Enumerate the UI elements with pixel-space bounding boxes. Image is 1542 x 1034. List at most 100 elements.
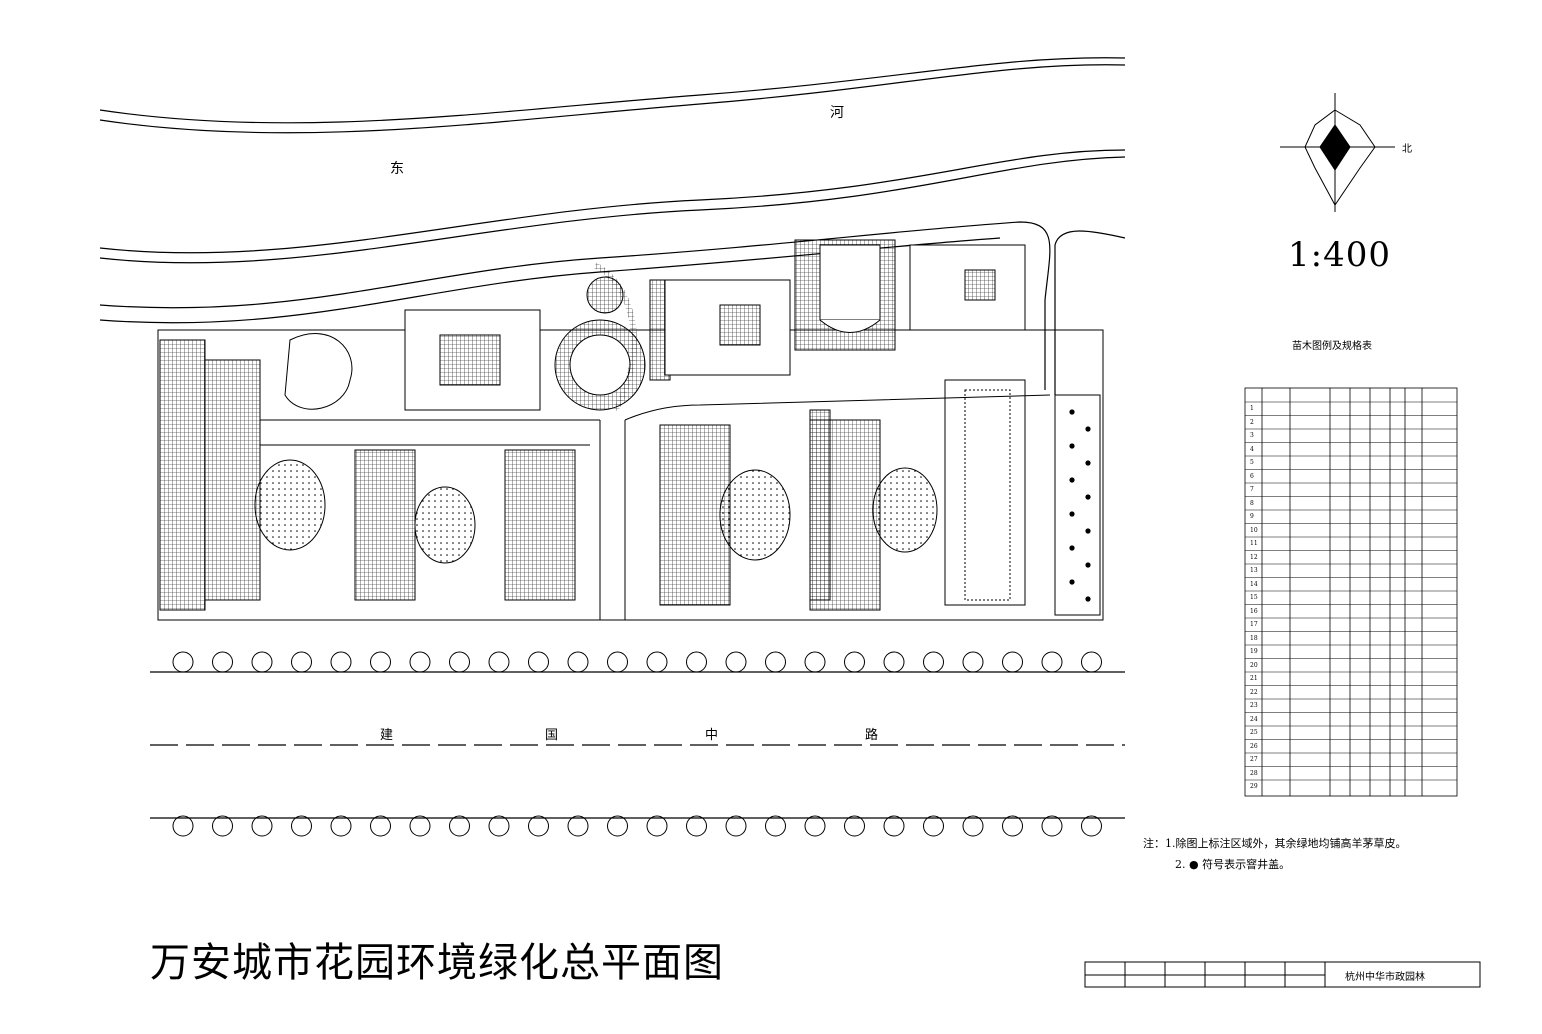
legend-table <box>1244 387 1458 797</box>
street-tree <box>291 815 312 837</box>
legend-row-number: 6 <box>1250 472 1254 480</box>
legend-row-number: 19 <box>1250 648 1258 655</box>
tree-dot <box>1069 545 1075 551</box>
street-tree <box>844 815 865 837</box>
legend-row-number: 27 <box>1250 756 1258 763</box>
street-tree <box>567 651 589 673</box>
street-tree <box>725 651 747 673</box>
legend-row-number: 15 <box>1250 594 1258 601</box>
river-label-right: 河 <box>830 105 844 121</box>
street-tree <box>686 815 707 837</box>
legend-row-number: 16 <box>1250 607 1258 615</box>
legend-row-number: 10 <box>1250 526 1258 534</box>
company-name: 杭州中华市政园林 <box>1345 972 1425 983</box>
legend-row-number: 5 <box>1250 459 1254 466</box>
legend-row-number: 9 <box>1250 513 1254 520</box>
street-tree <box>528 815 549 837</box>
street-tree <box>1041 815 1063 837</box>
legend-row-number: 12 <box>1250 553 1258 561</box>
tree-dot <box>1069 409 1075 415</box>
street-tree <box>488 651 510 673</box>
legend-row-number: 7 <box>1250 486 1254 493</box>
street-tree <box>765 815 786 837</box>
street-tree <box>607 651 628 673</box>
street-tree <box>646 815 668 837</box>
street-tree <box>567 815 589 837</box>
street-tree <box>172 815 194 837</box>
note-1: 注：1.除图上标注区域外，其余绿地均铺高羊茅草皮。 <box>1143 837 1407 850</box>
street-tree <box>409 815 431 837</box>
legend-row-number: 8 <box>1250 499 1254 507</box>
street-tree <box>370 651 391 673</box>
street-tree <box>646 651 668 673</box>
tree-dot <box>1069 579 1075 585</box>
road-label-3: 中 <box>705 728 719 743</box>
legend-row-number: 2 <box>1250 418 1254 426</box>
river-label-left: 东 <box>390 161 404 177</box>
street-tree <box>962 815 984 837</box>
legend-row-number: 29 <box>1250 783 1258 790</box>
note-2: 2. ● 符号表示窨井盖。 <box>1175 858 1291 871</box>
street-tree <box>844 651 865 673</box>
street-tree <box>804 815 826 837</box>
legend-row-number: 20 <box>1250 661 1258 669</box>
legend-row-number: 26 <box>1250 742 1258 750</box>
main-road <box>150 671 1125 819</box>
street-tree <box>1002 651 1023 673</box>
side-trees <box>1069 409 1091 602</box>
street-tree <box>251 651 273 673</box>
legend-rows <box>1245 401 1457 781</box>
tree-dot <box>1069 443 1075 449</box>
tree-dot <box>1085 562 1091 568</box>
title-block <box>1084 961 1481 988</box>
river <box>99 57 1126 395</box>
tree-dot <box>1085 528 1091 534</box>
tree-dot <box>1069 511 1075 517</box>
legend-row-number: 4 <box>1250 445 1254 453</box>
street-tree <box>1081 651 1102 673</box>
street-tree <box>804 651 826 673</box>
tree-dot <box>1085 494 1091 500</box>
gardens <box>254 262 938 564</box>
street-tree <box>1041 651 1063 673</box>
legend-row-number: 22 <box>1250 688 1258 696</box>
legend-row-number: 28 <box>1250 769 1258 777</box>
legend-row-number: 11 <box>1250 540 1258 547</box>
legend-row-number: 3 <box>1250 432 1254 439</box>
street-tree <box>330 651 352 673</box>
street-tree <box>962 651 984 673</box>
street-tree <box>528 651 549 673</box>
compass-icon <box>1280 93 1395 212</box>
street-trees-bottom <box>172 815 1102 837</box>
internal-roads <box>200 394 1100 621</box>
tree-dot <box>1085 596 1091 602</box>
street-tree <box>488 815 510 837</box>
north-label: 北 <box>1402 144 1412 155</box>
road-label-2: 国 <box>545 728 559 743</box>
legend-row-number: 18 <box>1250 634 1258 642</box>
legend-title: 苗木图例及规格表 <box>1292 341 1372 352</box>
page-title: 万安城市花园环境绿化总平面图 <box>150 940 724 986</box>
scale-label: 1:400 <box>1288 235 1391 275</box>
street-trees-top <box>172 651 1102 673</box>
legend-row-number: 17 <box>1250 621 1258 628</box>
street-tree <box>212 815 233 837</box>
tree-dot <box>1085 426 1091 432</box>
street-tree <box>883 651 905 673</box>
street-tree <box>725 815 747 837</box>
legend-row-number: 24 <box>1250 715 1258 723</box>
street-tree <box>923 815 944 837</box>
street-tree <box>409 651 431 673</box>
street-tree <box>1002 815 1023 837</box>
street-tree <box>449 651 470 673</box>
road-label-4: 路 <box>865 728 879 743</box>
street-tree <box>370 815 391 837</box>
legend-row-number: 21 <box>1250 675 1258 682</box>
legend-row-number: 14 <box>1250 580 1258 588</box>
street-tree <box>1081 815 1102 837</box>
street-tree <box>923 651 944 673</box>
street-tree <box>686 651 707 673</box>
street-tree <box>883 815 905 837</box>
tree-dot <box>1069 477 1075 483</box>
